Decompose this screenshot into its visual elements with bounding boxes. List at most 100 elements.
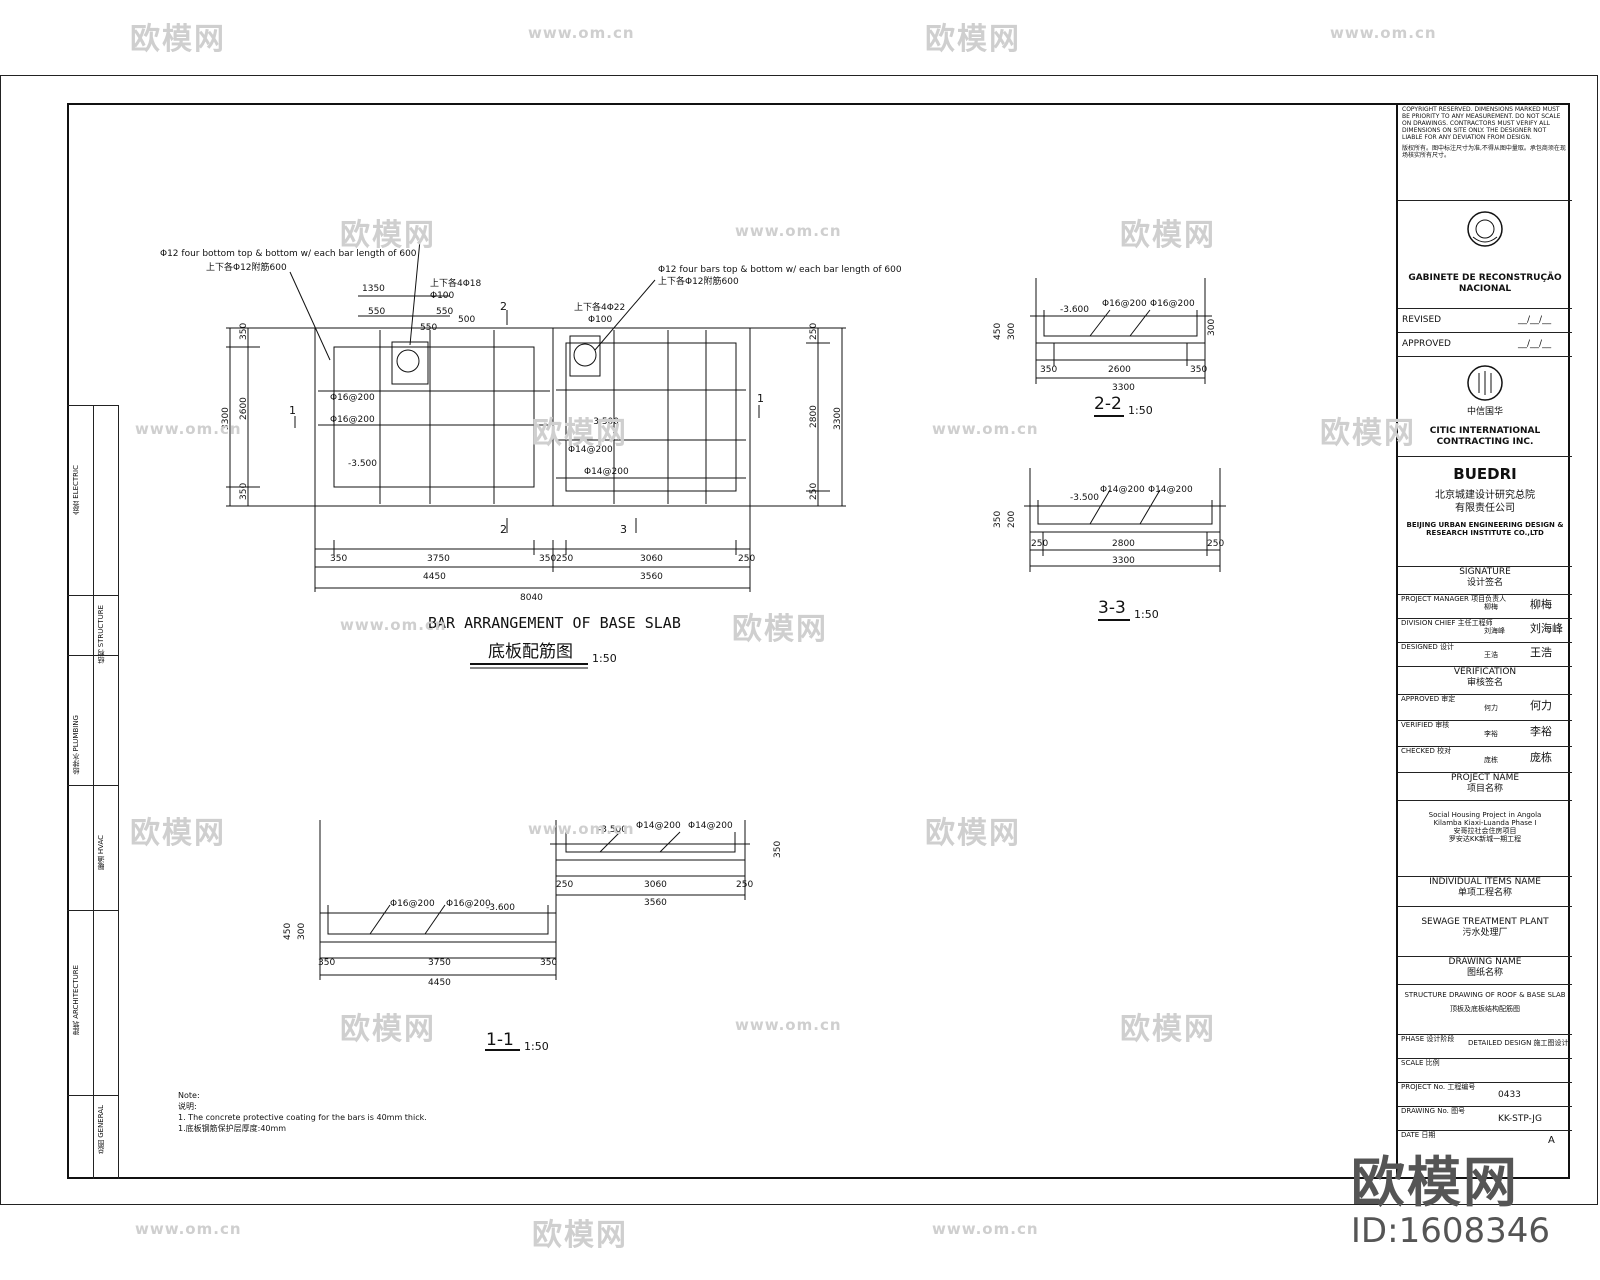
svg-text:Φ16@200: Φ16@200 bbox=[1102, 299, 1147, 309]
svg-text:3560: 3560 bbox=[644, 898, 667, 908]
svg-text:250: 250 bbox=[556, 554, 573, 564]
contractor-block: 中信国华 CITIC INTERNATIONAL CONTRACTING INC… bbox=[1398, 357, 1572, 457]
svg-text:250: 250 bbox=[1207, 539, 1224, 549]
svg-text:550: 550 bbox=[368, 307, 385, 317]
plan-annot: 550 bbox=[420, 323, 437, 333]
notes-heading-cn: 说明: bbox=[178, 1102, 197, 1111]
svg-text:2600: 2600 bbox=[239, 397, 249, 420]
contractor-name-cn: 中信国华 bbox=[1466, 407, 1503, 417]
svg-text:450: 450 bbox=[993, 323, 1003, 340]
svg-text:300: 300 bbox=[1207, 319, 1217, 336]
approved-label: APPROVED bbox=[1402, 339, 1451, 349]
svg-text:Φ14@200: Φ14@200 bbox=[688, 821, 733, 831]
sheet-inner-frame bbox=[67, 103, 1570, 1179]
svg-text:Φ16@200: Φ16@200 bbox=[1150, 299, 1195, 309]
scale-row: SCALE 比例 bbox=[1398, 1059, 1572, 1083]
watermark-brand: 欧模网 bbox=[130, 22, 226, 57]
svg-text:2: 2 bbox=[500, 523, 507, 536]
sheet-outer-frame bbox=[0, 75, 1598, 1205]
svg-text:250: 250 bbox=[738, 554, 755, 564]
designer-block: BUEDRI 北京城建设计研究总院 有限责任公司 BEIJING URBAN E… bbox=[1398, 457, 1572, 567]
svg-text:上下各4Φ22: 上下各4Φ22 bbox=[574, 301, 625, 313]
svg-text:300: 300 bbox=[297, 923, 307, 940]
watermark-url: www.om.cn bbox=[735, 222, 842, 240]
designer-name-cn-2: 有限责任公司 bbox=[1455, 503, 1515, 514]
stamp-brand: 欧模网 bbox=[1350, 1151, 1519, 1214]
svg-text:-3.600: -3.600 bbox=[486, 903, 515, 913]
svg-text:500: 500 bbox=[458, 315, 475, 325]
watermark-url: www.om.cn bbox=[932, 1220, 1039, 1238]
individual-heading: INDIVIDUAL ITEMS NAME 单项工程名称 bbox=[1398, 877, 1572, 907]
svg-text:3300: 3300 bbox=[1112, 383, 1135, 393]
watermark-url: www.om.cn bbox=[528, 24, 635, 42]
drawing-name-heading: DRAWING NAME 图纸名称 bbox=[1398, 957, 1572, 985]
svg-text:-3.600: -3.600 bbox=[1060, 305, 1089, 315]
section-11-title: 1-1 bbox=[486, 1030, 514, 1050]
svg-text:350: 350 bbox=[239, 323, 249, 340]
watermark-url: www.om.cn bbox=[135, 1220, 242, 1238]
watermark-url: www.om.cn bbox=[1330, 24, 1437, 42]
date-row: DATE 日期 A bbox=[1401, 1131, 1555, 1146]
watermark-brand: 欧模网 bbox=[925, 22, 1021, 57]
watermark-brand: 欧模网 bbox=[340, 218, 436, 253]
project-name-heading: PROJECT NAME 项目名称 bbox=[1398, 773, 1572, 801]
svg-text:250: 250 bbox=[1031, 539, 1048, 549]
svg-text:Φ12 four bottom top & bottom w: Φ12 four bottom top & bottom w/ each bar… bbox=[160, 249, 417, 259]
svg-text:上下各Φ12附筋600: 上下各Φ12附筋600 bbox=[206, 261, 287, 273]
watermark-brand: 欧模网 bbox=[1320, 416, 1416, 451]
watermark-url: www.om.cn bbox=[932, 420, 1039, 438]
svg-text:3060: 3060 bbox=[644, 880, 667, 890]
svg-text:1350: 1350 bbox=[362, 284, 385, 294]
watermark-brand: 欧模网 bbox=[732, 612, 828, 647]
title-block: COPYRIGHT RESERVED. DIMENSIONS MARKED MU… bbox=[1396, 103, 1572, 1179]
svg-text:-3.500: -3.500 bbox=[598, 825, 627, 835]
svg-text:8040: 8040 bbox=[520, 593, 543, 603]
svg-text:350: 350 bbox=[773, 841, 783, 858]
svg-text:550: 550 bbox=[436, 307, 453, 317]
svg-text:350: 350 bbox=[540, 958, 557, 968]
watermark-brand: 欧模网 bbox=[532, 416, 628, 451]
svg-text:2800: 2800 bbox=[1112, 539, 1135, 549]
watermark-brand: 欧模网 bbox=[1120, 1012, 1216, 1047]
svg-text:250: 250 bbox=[556, 880, 573, 890]
plan-title-en: BAR ARRANGEMENT OF BASE SLAB bbox=[428, 614, 681, 632]
designer-name-cn-1: 北京城建设计研究总院 bbox=[1435, 490, 1535, 501]
revised-date: __/__/__ bbox=[1518, 315, 1552, 325]
svg-text:Φ14@200: Φ14@200 bbox=[568, 445, 613, 455]
drawing-no-row: DRAWING No. 图号 KK-STP-JG bbox=[1398, 1107, 1572, 1131]
notes-line-cn: 1.底板钢筋保护层厚度:40mm bbox=[178, 1124, 287, 1133]
corner-stamp: 欧模网 ID:1608346 bbox=[1350, 1151, 1550, 1251]
svg-text:3300: 3300 bbox=[833, 407, 843, 430]
client-name: GABINETE DE RECONSTRUÇÃO NACIONAL bbox=[1408, 273, 1562, 294]
left-strip-label: 给排水 PLUMBING bbox=[72, 715, 80, 775]
verify-row: CHECKED 校对 庞栋 庞栋 bbox=[1398, 747, 1572, 773]
svg-text:250: 250 bbox=[809, 483, 819, 500]
watermark-url: www.om.cn bbox=[135, 420, 242, 438]
verify-row: VERIFIED 审核 李裕 李裕 bbox=[1398, 721, 1572, 747]
plan-right-tank bbox=[552, 327, 751, 507]
angola-emblem-icon bbox=[1467, 211, 1503, 247]
svg-text:2800: 2800 bbox=[809, 405, 819, 428]
svg-text:250: 250 bbox=[736, 880, 753, 890]
svg-text:Φ14@200: Φ14@200 bbox=[584, 467, 629, 477]
svg-text:350: 350 bbox=[330, 554, 347, 564]
svg-text:3750: 3750 bbox=[427, 554, 450, 564]
svg-text:Φ12 four bars top & bottom w/: Φ12 four bars top & bottom w/ each bar l… bbox=[658, 265, 902, 275]
project-name: Social Housing Project in Angola Kilamba… bbox=[1398, 801, 1572, 877]
section-22-scale: 1:50 bbox=[1128, 404, 1153, 417]
svg-text:3: 3 bbox=[620, 523, 627, 536]
notes-line-en: 1. The concrete protective coating for t… bbox=[178, 1113, 427, 1122]
svg-text:350: 350 bbox=[318, 958, 335, 968]
svg-text:350: 350 bbox=[1190, 365, 1207, 375]
notes-heading-en: Note: bbox=[178, 1091, 200, 1100]
svg-text:Φ100: Φ100 bbox=[430, 291, 455, 301]
svg-text:350: 350 bbox=[1040, 365, 1057, 375]
individual-item: SEWAGE TREATMENT PLANT 污水处理厂 bbox=[1398, 907, 1572, 957]
svg-text:350: 350 bbox=[239, 483, 249, 500]
left-strip-label: 暖通 HVAC bbox=[97, 835, 105, 871]
svg-text:Φ16@200: Φ16@200 bbox=[330, 393, 375, 403]
left-strip-label: 建筑 ARCHITECTURE bbox=[72, 965, 80, 1036]
sign-row: DESIGNED 设计 王浩 王浩 bbox=[1398, 643, 1572, 667]
svg-text:-3.500: -3.500 bbox=[348, 459, 377, 469]
